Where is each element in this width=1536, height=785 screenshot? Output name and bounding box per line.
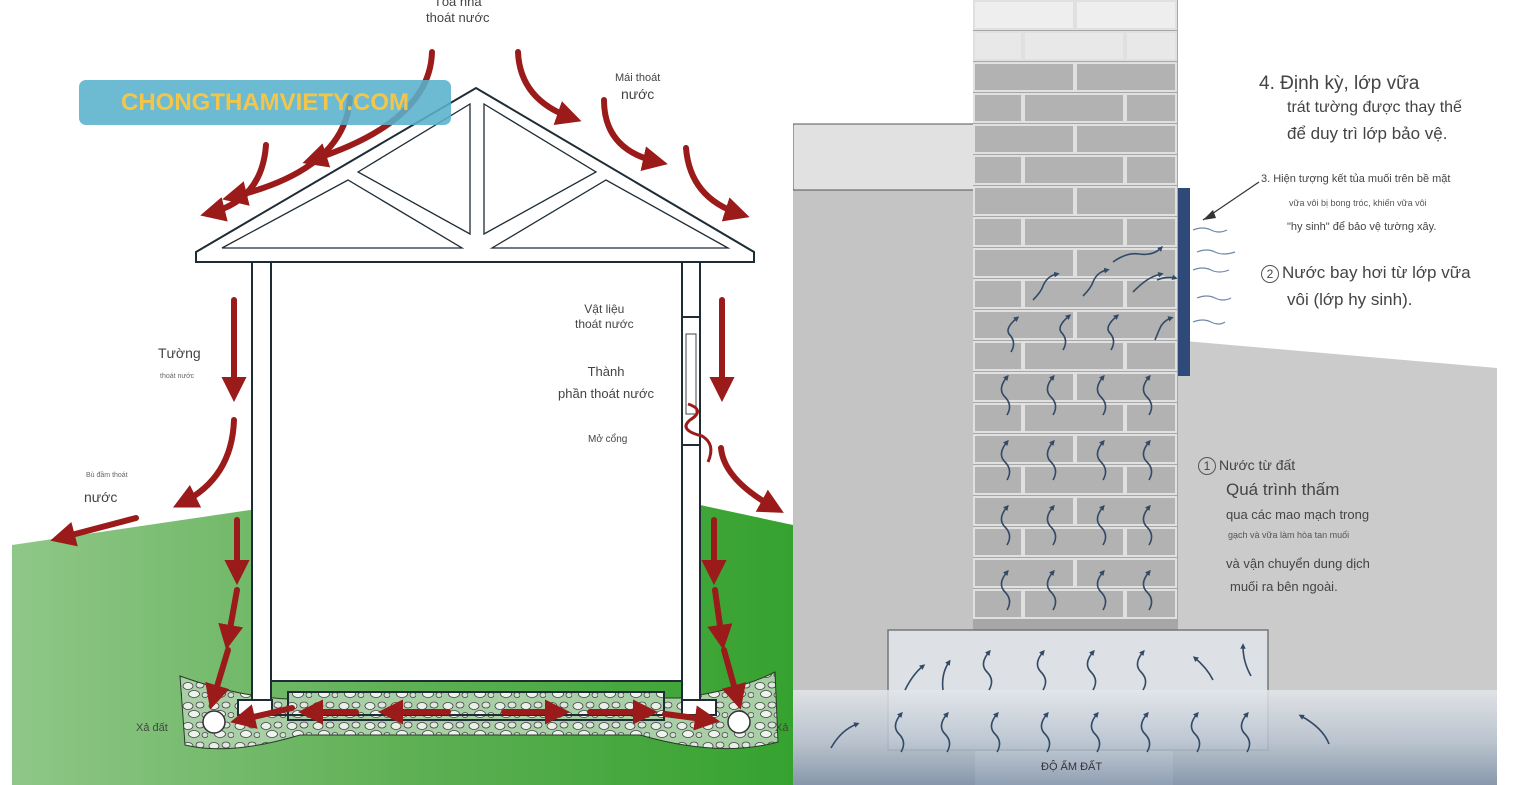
step1-line4: muối ra bên ngoài. <box>1230 579 1338 594</box>
drainage-drawing <box>12 49 793 785</box>
step2-line2: vôi (lớp hy sinh). <box>1287 290 1413 309</box>
outlet-right-label: Xả <box>775 722 789 734</box>
step4-line2: trát tường được thay thế <box>1287 99 1462 116</box>
right-wall-window <box>685 333 697 415</box>
vapor-lines <box>1192 227 1236 325</box>
step2-number: 2 <box>1261 265 1279 283</box>
right-footing <box>681 699 717 716</box>
step3-line1: 3. Hiện tượng kết tủa muối trên bề mặt <box>1261 173 1451 185</box>
step1-line1: qua các mao mạch trong <box>1226 507 1370 522</box>
right-drain-pipe <box>727 710 751 734</box>
step3-line3: "hy sinh" để bảo vệ tường xây. <box>1287 221 1437 233</box>
watermark-badge: CHONGTHAMVIETY.COM <box>79 80 451 125</box>
wall-drain-sub: thoát nước <box>160 373 195 380</box>
water-flow-arrows <box>50 49 784 731</box>
left-drain-pipe <box>202 710 226 734</box>
step4-line3: để duy trì lớp bảo vệ. <box>1287 124 1448 143</box>
step1-number: 1 <box>1198 457 1216 475</box>
left-wall <box>251 261 272 716</box>
step1-line3: và vận chuyển dung dịch <box>1226 556 1370 571</box>
right-wall-top <box>681 261 701 318</box>
roof-truss <box>221 102 731 249</box>
soil-moisture <box>793 690 1497 785</box>
step3-line2: vữa vôi bị bong tróc, khiến vữa vôi <box>1289 198 1427 208</box>
wall-drain-title: Tường <box>158 345 201 361</box>
step4-line1: 4. Định kỳ, lớp vữa <box>1259 73 1420 94</box>
ground-drain-title: nước <box>84 489 118 505</box>
soil-moisture-label: ĐỘ ẨM ĐẤT <box>1041 761 1103 773</box>
house-interior <box>270 261 683 682</box>
masonry-drawing <box>793 0 1497 785</box>
ledge <box>793 123 976 191</box>
brick-courses <box>973 0 1177 619</box>
right-wall-bottom <box>681 444 701 716</box>
step1-title: Quá trình thấm <box>1226 480 1340 499</box>
step1-line2: gạch và vữa làm hòa tan muối <box>1228 530 1350 540</box>
opening-label: Mở cổng <box>588 434 628 445</box>
moisture-paths <box>830 246 1330 753</box>
wave-arrow <box>684 402 713 463</box>
masonry-moisture-diagram: 4. Định kỳ, lớp vữa trát tường được thay… <box>793 0 1536 785</box>
lime-mortar-layer <box>1178 188 1190 376</box>
ground-drain-sub: Bù đầm thoát <box>86 472 128 479</box>
outlet-left-label: Xả đất <box>136 722 168 734</box>
